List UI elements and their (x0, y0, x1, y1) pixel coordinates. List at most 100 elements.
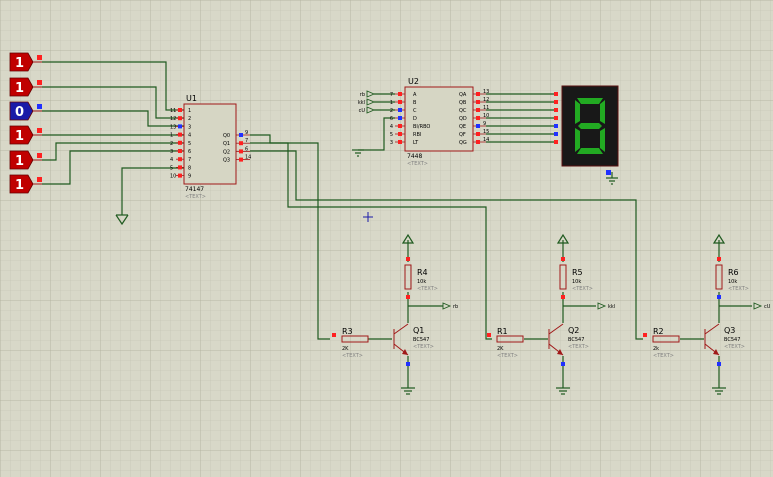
u2-pin-number: 7 (390, 92, 393, 98)
logic-input-value: 1 (15, 178, 24, 193)
base-resistor-ref: R3 (342, 327, 353, 336)
u2-pin-state (398, 92, 402, 96)
logic-input-value: 0 (15, 105, 24, 120)
u1-pin-number: 10 (170, 174, 176, 180)
logic-input-value: 1 (15, 56, 24, 71)
u2-pin-name: C (413, 108, 417, 114)
logic-input-body (9, 77, 34, 97)
logic-input-value: 1 (15, 81, 24, 96)
u2-pin-state (476, 108, 480, 112)
logic-input-pin (37, 153, 42, 158)
emitter-arrow (402, 349, 408, 355)
u1-pin-number: 2 (170, 141, 173, 147)
logic-input[interactable]: 1 (9, 174, 42, 194)
u2-text: <TEXT> (407, 161, 428, 167)
logic-input[interactable]: 1 (9, 150, 42, 170)
u2-pin-state (398, 124, 402, 128)
collector-resistor-text: <TEXT> (417, 286, 438, 292)
logic-input[interactable]: 1 (9, 125, 42, 145)
net-terminal-arrow (366, 106, 376, 114)
u1-pin-name: 4 (188, 133, 191, 139)
base-resistor-ref: R2 (653, 327, 664, 336)
pin-state (487, 333, 491, 337)
base-resistor[interactable] (496, 335, 524, 343)
emitter-arrow (557, 349, 563, 355)
display-pin-state (554, 116, 558, 120)
u1-pin-number: 11 (170, 108, 176, 114)
npn-transistor[interactable] (548, 323, 564, 356)
base-resistor[interactable] (341, 335, 369, 343)
pin-state (406, 257, 410, 261)
base-resistor[interactable] (652, 335, 680, 343)
u1-pin-state (178, 165, 182, 170)
u1-pin-name: 1 (188, 108, 191, 114)
collector-resistor-value: 10k (572, 279, 581, 285)
u1-pin-name: Q3 (223, 158, 230, 164)
u1-pin-name: 9 (188, 174, 191, 180)
pin-state (561, 257, 565, 261)
u2-pin-state (398, 132, 402, 136)
u2-pin-state (476, 140, 480, 144)
u1-pin-name: Q2 (223, 149, 230, 155)
logic-input-pin (37, 128, 42, 133)
u2-pin-number: 1 (390, 100, 393, 106)
u1-pin-name: 2 (188, 116, 191, 122)
u2-pin-number: 11 (483, 105, 489, 111)
collector-resistor[interactable] (404, 264, 412, 290)
net-terminal-arrow (366, 90, 376, 98)
display-ground-pin (606, 170, 611, 175)
display-pin-state (554, 100, 558, 104)
u2-pin-state (476, 132, 480, 136)
collector-resistor[interactable] (559, 264, 567, 290)
transistor-ref: Q2 (568, 326, 579, 335)
u2-pin-number: 15 (483, 129, 489, 135)
base-resistor-text: <TEXT> (653, 353, 674, 359)
transistor-ref: Q1 (413, 326, 424, 335)
u2-pin-name: QE (459, 124, 466, 130)
npn-transistor[interactable] (704, 323, 720, 356)
logic-input-body (9, 125, 34, 145)
u2-pin-state (398, 116, 402, 120)
u1-pin-state (178, 116, 182, 121)
net-terminal-arrow (366, 98, 376, 106)
u2-pin-name: RBI (413, 132, 421, 138)
collector-resistor-text: <TEXT> (728, 286, 749, 292)
npn-transistor[interactable] (393, 323, 409, 356)
u1-pin-number: 13 (170, 124, 176, 130)
pin-state (717, 257, 721, 261)
transistor-stages: R410k<TEXT>rbR32K<TEXT>Q1BC547<TEXT>R510… (332, 233, 771, 395)
logic-input-body (9, 150, 34, 170)
logic-input[interactable]: 1 (9, 77, 42, 97)
collector-resistor[interactable] (715, 264, 723, 290)
pin-state (561, 362, 565, 366)
logic-input[interactable]: 0 (9, 101, 42, 121)
u1-pin-name: Q0 (223, 133, 230, 139)
pin-state (406, 362, 410, 366)
u2-pin-state (398, 140, 402, 144)
u2-pin-name: B (413, 100, 417, 106)
u1-pin-name: 5 (188, 141, 191, 147)
pin-state (332, 333, 336, 337)
u2-pin-number: 6 (390, 116, 393, 122)
logic-input[interactable]: 1 (9, 52, 42, 72)
collector-resistor-ref: R5 (572, 268, 583, 277)
u1-pin-number: 3 (170, 149, 173, 155)
u1-pin-state (178, 173, 182, 178)
logic-input-pin (37, 80, 42, 85)
u2-pin-number: 2 (390, 108, 393, 114)
u2-pin-name: QB (459, 100, 467, 106)
u2-pin-state (398, 100, 402, 104)
ground-symbol (115, 214, 129, 226)
u1-pin-state (178, 108, 182, 112)
u2-pin-state (476, 92, 480, 96)
u1-part: 74147 (185, 186, 204, 193)
seven-segment-display[interactable]: 8 (561, 85, 619, 167)
net-terminal-label: kkl (358, 100, 365, 106)
